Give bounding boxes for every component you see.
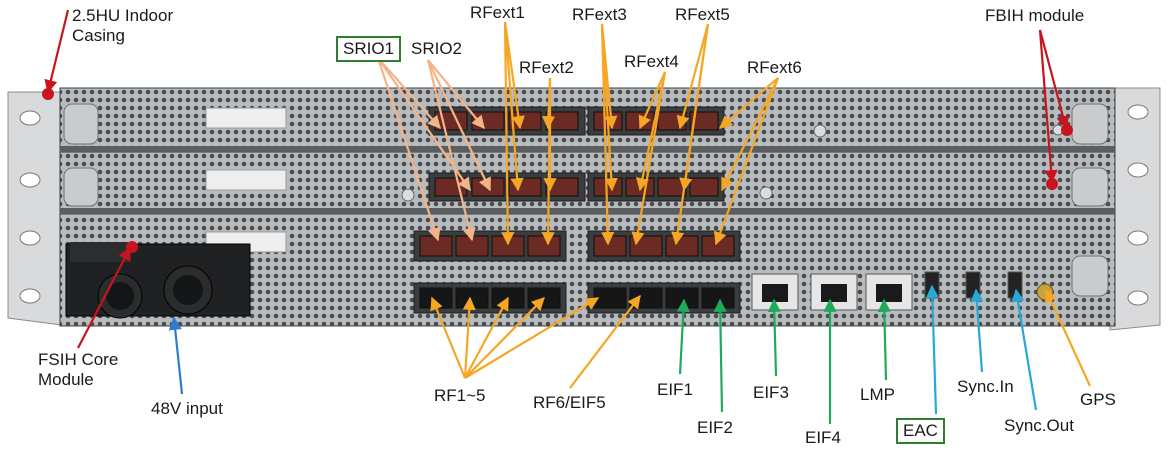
sfp-port xyxy=(629,287,663,309)
label-rfext4: RFext4 xyxy=(624,52,679,71)
sfp-port xyxy=(471,111,505,131)
callout-arrow xyxy=(377,57,441,129)
callout-arrow xyxy=(1038,29,1070,130)
label-gps: GPS xyxy=(1080,390,1116,409)
callout-arrow xyxy=(713,77,780,246)
label-fbih-module: FBIH module xyxy=(985,6,1085,25)
callout-arrow xyxy=(631,71,667,246)
callout-arrow xyxy=(713,298,727,413)
sfp-port xyxy=(701,287,735,309)
sfp-port xyxy=(593,235,627,257)
callout-arrow xyxy=(767,298,781,377)
callout-arrow xyxy=(464,296,509,379)
label-rfext5: RFext5 xyxy=(675,5,730,24)
callout-arrow xyxy=(430,296,467,379)
label-srio2: SRIO2 xyxy=(411,39,463,58)
label-eif1: EIF1 xyxy=(657,380,693,399)
red-markers xyxy=(42,88,1073,253)
callout-arrow xyxy=(569,294,641,389)
label-rf1-5: RF1~5 xyxy=(434,386,486,405)
callout-arrow xyxy=(541,77,555,246)
sfp-port xyxy=(455,287,489,309)
callout-arrow xyxy=(721,77,779,192)
callout-arrow xyxy=(503,21,524,192)
label-eif3: EIF3 xyxy=(753,383,789,402)
right-rack-ear xyxy=(1109,87,1161,331)
callout-arrow xyxy=(877,298,891,381)
label-fsih-core-module: FSIH Core Module xyxy=(38,350,119,389)
callout-arrow xyxy=(376,57,441,242)
label-rf6-eif5: RF6/EIF5 xyxy=(533,393,606,412)
callout-arrow xyxy=(426,59,476,242)
callout-arrow xyxy=(44,9,70,94)
sfp-port xyxy=(665,287,699,309)
callout-arrow xyxy=(671,23,710,246)
callout-arrow xyxy=(676,23,710,130)
sfp-port xyxy=(629,235,663,257)
sfp-port xyxy=(527,235,561,257)
label-48v-input: 48V input xyxy=(151,399,223,418)
callout-arrow xyxy=(1038,29,1058,184)
power-input-block xyxy=(65,242,251,319)
label-sync-out: Sync.Out xyxy=(1004,416,1074,435)
label-eif4: EIF4 xyxy=(805,428,841,447)
left-rack-ear xyxy=(7,91,63,326)
callout-arrow xyxy=(501,21,515,246)
label-srio1: SRIO1 xyxy=(336,36,402,62)
label-eac: EAC xyxy=(896,418,945,444)
callout-arrow xyxy=(77,246,131,349)
sfp-port xyxy=(419,235,453,257)
sync-port xyxy=(965,271,981,299)
sfp-port xyxy=(593,287,627,309)
sfp-port xyxy=(593,177,623,197)
label-rfext3: RFext3 xyxy=(572,5,627,24)
callout-arrow xyxy=(462,296,476,379)
callout-arrow xyxy=(427,59,491,192)
label-sync-in: Sync.In xyxy=(957,377,1014,396)
label-rfext2: RFext2 xyxy=(519,58,574,77)
label-lmp: LMP xyxy=(860,385,895,404)
sfp-port xyxy=(665,235,699,257)
label-indoor-casing: 2.5HU Indoor Casing xyxy=(72,6,174,45)
callout-arrow xyxy=(638,71,667,130)
callout-arrow xyxy=(427,59,485,130)
callout-arrow xyxy=(970,288,984,373)
callout-arrows xyxy=(44,9,1091,424)
callout-arrow xyxy=(719,77,779,129)
callout-arrow xyxy=(1044,288,1091,387)
sfp-port xyxy=(689,177,719,197)
callout-arrow xyxy=(676,298,690,375)
callout-arrow xyxy=(464,297,600,379)
label-rfext1: RFext1 xyxy=(470,3,525,22)
sfp-port xyxy=(508,177,542,197)
sfp-port xyxy=(689,111,719,131)
callout-arrow xyxy=(464,297,545,379)
callout-arrow xyxy=(503,21,525,130)
callout-arrow xyxy=(168,316,184,395)
label-eif2: EIF2 xyxy=(697,418,733,437)
callout-arrow xyxy=(1011,288,1038,411)
callout-arrow xyxy=(600,23,615,246)
sync-port xyxy=(1007,271,1023,299)
sfp-port xyxy=(657,177,687,197)
callout-arrow xyxy=(925,284,939,415)
label-rfext6: RFext6 xyxy=(747,58,802,77)
